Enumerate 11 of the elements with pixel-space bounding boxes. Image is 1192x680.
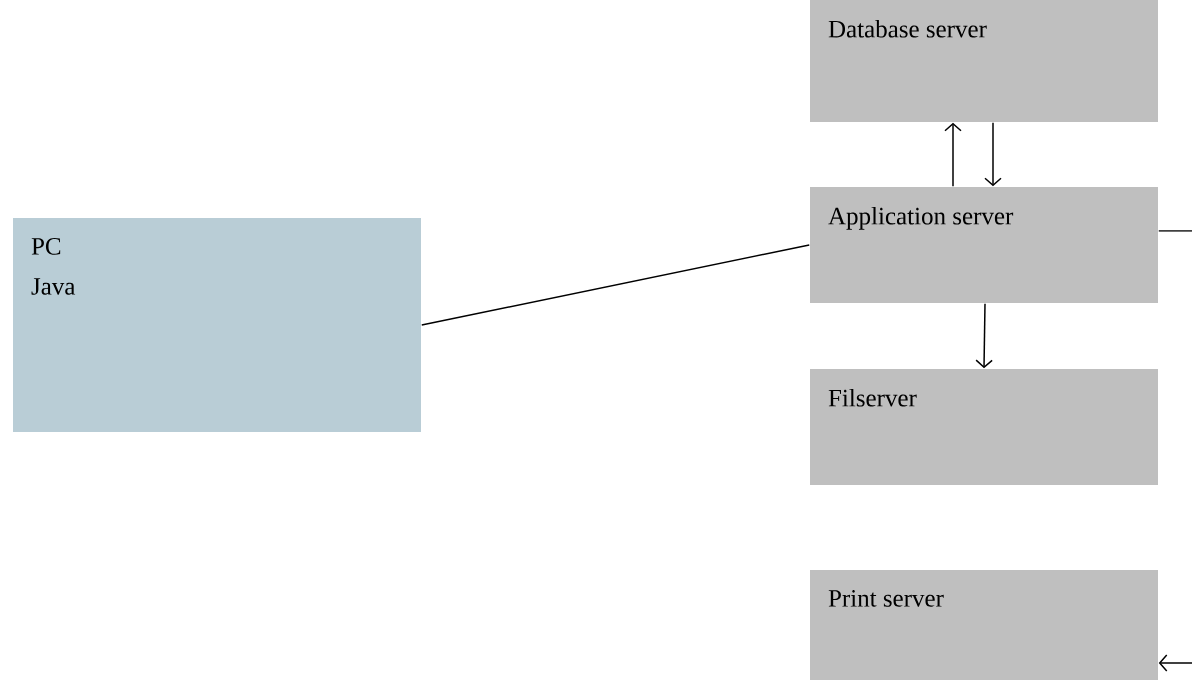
- connector-line: [975, 303, 993, 369]
- connector-line: [984, 122, 1002, 187]
- connector-line: [1158, 654, 1192, 672]
- connector-line: [1158, 230, 1192, 232]
- server-box: Application server: [810, 187, 1158, 303]
- server-box: Print server: [810, 570, 1158, 680]
- connector-line: [944, 122, 962, 187]
- server-box: PC Java: [13, 218, 421, 432]
- server-box: Database server: [810, 0, 1158, 122]
- connector-line: [421, 244, 810, 326]
- server-box: Filserver: [810, 369, 1158, 485]
